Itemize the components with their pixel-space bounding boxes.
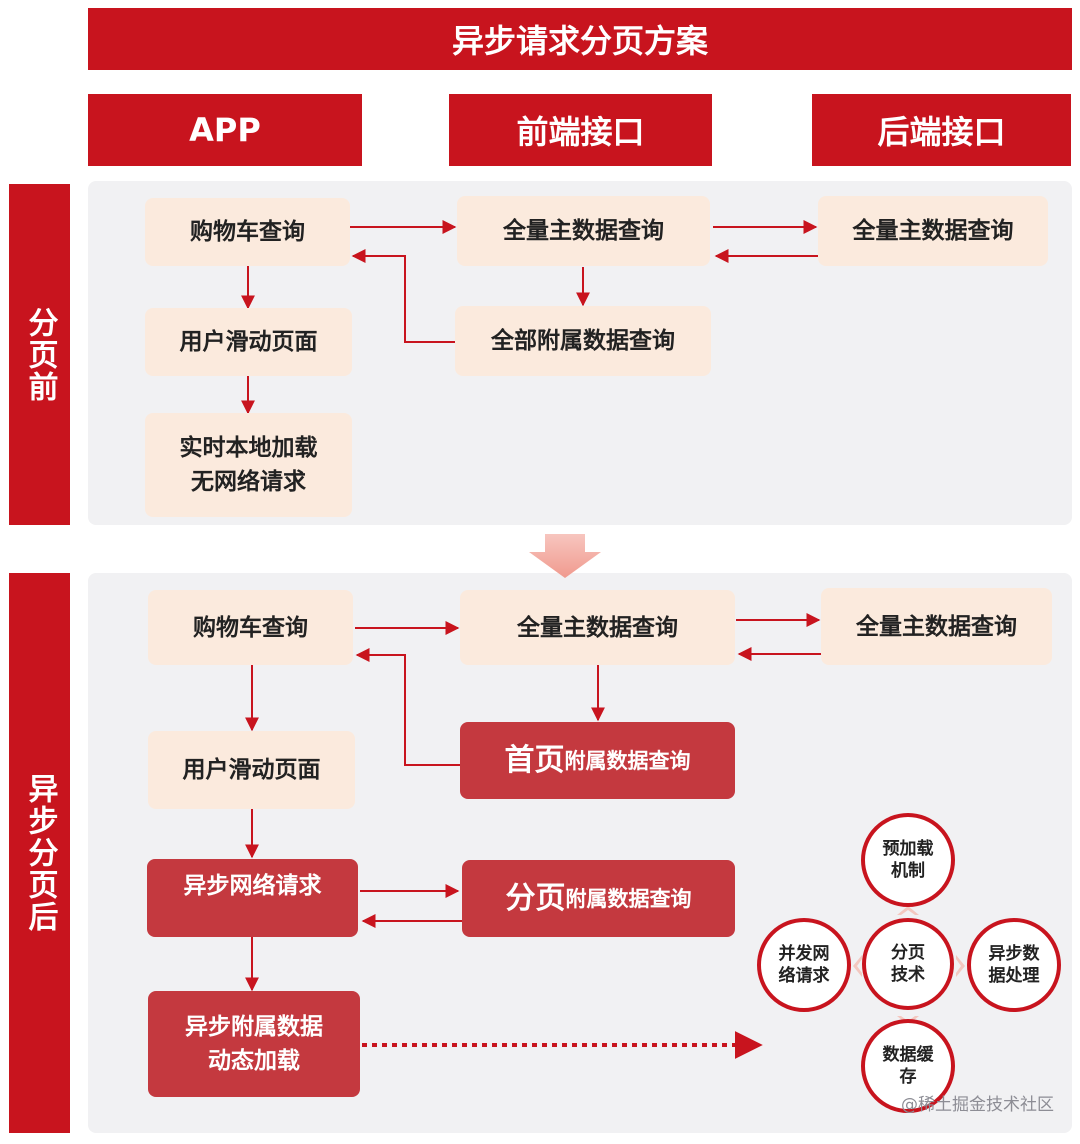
- box-before-back-master: 全量主数据查询: [818, 196, 1048, 266]
- box-after-app-cart: 购物车查询: [148, 590, 353, 665]
- box-after-first-page-query: 首页附属数据查询: [460, 722, 735, 799]
- circle-data-cache: 数据缓 存: [861, 1019, 955, 1113]
- column-header-app: APP: [88, 94, 362, 166]
- box-after-back-master: 全量主数据查询: [821, 588, 1052, 665]
- arrow-first-page-to-cart: [355, 648, 460, 766]
- column-header-frontend: 前端接口: [449, 94, 712, 166]
- box-before-app-scroll: 用户滑动页面: [145, 308, 352, 376]
- column-header-backend: 后端接口: [812, 94, 1071, 166]
- diagram-title: 异步请求分页方案: [88, 8, 1072, 70]
- first-page-emphasis: 首页: [504, 742, 565, 778]
- section-label-after: 异步分页后: [9, 573, 70, 1133]
- watermark: @稀土掘金技术社区: [901, 1095, 1054, 1115]
- box-before-front-attached: 全部附属数据查询: [455, 306, 711, 376]
- circle-preload: 预加载 机制: [861, 813, 955, 907]
- box-after-paged-query: 分页附属数据查询: [462, 860, 735, 937]
- circle-concurrent-requests: 并发网 络请求: [757, 918, 851, 1012]
- box-after-app-scroll: 用户滑动页面: [148, 731, 355, 809]
- box-before-front-master: 全量主数据查询: [457, 196, 710, 266]
- transition-down-arrow-icon: [529, 534, 601, 578]
- chevron-right-icon: [956, 955, 965, 977]
- paged-emphasis: 分页: [505, 880, 566, 916]
- box-before-app-local: 实时本地加载 无网络请求: [145, 413, 352, 517]
- circle-paging-tech: 分页 技术: [862, 918, 954, 1010]
- paged-rest: 附属数据查询: [565, 886, 692, 911]
- arrow-attached-to-cart: [351, 249, 455, 343]
- box-after-front-master: 全量主数据查询: [460, 590, 735, 665]
- chevron-left-icon: [853, 955, 862, 977]
- circle-async-processing: 异步数 据处理: [967, 918, 1061, 1012]
- box-after-async-load: 异步附属数据 动态加载: [148, 991, 360, 1097]
- chevron-down-icon: [897, 1016, 919, 1025]
- chevron-up-icon: [897, 906, 919, 915]
- first-page-rest: 附属数据查询: [564, 748, 691, 773]
- box-before-app-cart: 购物车查询: [145, 198, 350, 266]
- box-after-async-request: 异步网络请求: [147, 859, 358, 937]
- section-label-before: 分页前: [9, 184, 70, 525]
